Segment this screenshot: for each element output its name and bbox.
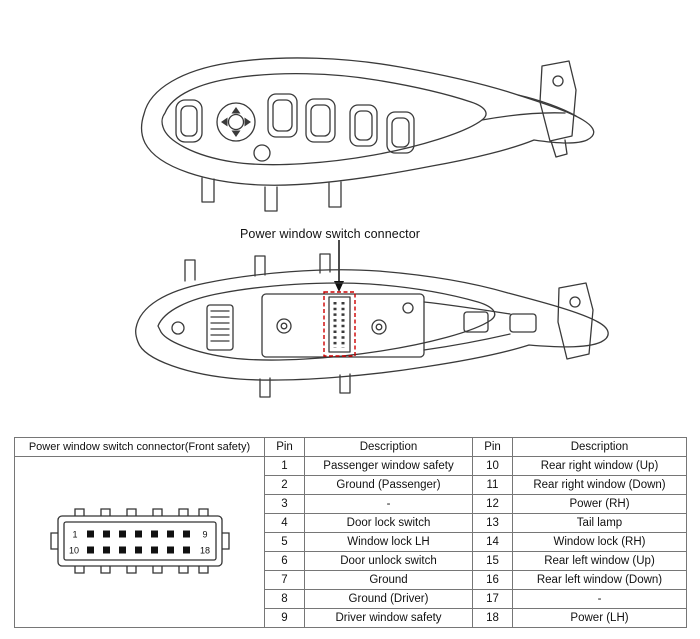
connector-highlight-box [323,291,356,357]
col-header-description-left: Description [304,437,473,457]
pin-cell: 13 [472,513,513,533]
pin-cell: 12 [472,494,513,514]
description-cell: Rear right window (Down) [512,475,687,495]
pin-cell: 11 [472,475,513,495]
pin-label-last-bottom: 18 [199,545,209,555]
pinout-cell: 1 9 10 18 [14,456,265,628]
pin-label-last-top: 9 [202,529,207,539]
description-cell: - [512,589,687,609]
description-cell: Ground (Passenger) [304,475,473,495]
connector-pointer-arrow [334,240,344,292]
description-cell: Rear left window (Down) [512,570,687,590]
connector-pinout-diagram: 1 9 10 18 [49,507,230,574]
pin-cell: 14 [472,532,513,552]
pin-cell: 8 [264,589,305,609]
description-cell: Power (RH) [512,494,687,514]
table-row: 3 - 12 Power (RH) [15,494,687,514]
pin-cell: 7 [264,570,305,590]
table-row: 1 9 10 18 1 Passenger window safety 10 R… [14,456,687,628]
pin-cell: 17 [472,589,513,609]
pin-cell: 6 [264,551,305,571]
switch-panel-back-illustration [134,253,609,398]
pin-table: Power window switch connector(Front safe… [14,437,687,628]
col-header-pin-right: Pin [472,437,513,457]
description-cell: Rear left window (Up) [512,551,687,571]
description-cell: Ground [304,570,473,590]
description-cell: Rear right window (Up) [512,456,687,476]
description-cell: Window lock LH [304,532,473,552]
table-header-row: Power window switch connector(Front safe… [14,437,687,457]
pin-cell: 3 [264,494,305,514]
table-row: 6 Door unlock switch 15 Rear left window… [15,551,687,571]
description-cell: - [304,494,473,514]
description-cell: Power (LH) [512,608,687,628]
description-cell: Door lock switch [304,513,473,533]
pin-cell: 1 [264,456,305,476]
table-row: 2 Ground (Passenger) 11 Rear right windo… [15,475,687,495]
pin-cell: 10 [472,456,513,476]
table-row: 8 Ground (Driver) 17 - [15,589,687,609]
corner-header: Power window switch connector(Front safe… [14,437,265,457]
description-cell: Window lock (RH) [512,532,687,552]
pin-cell: 16 [472,570,513,590]
pin-label-first-top: 1 [72,529,77,539]
pin-cell: 18 [472,608,513,628]
description-cell: Tail lamp [512,513,687,533]
description-cell: Door unlock switch [304,551,473,571]
table-row: 9 Driver window safety 18 Power (LH) [15,608,687,628]
description-cell: Passenger window safety [304,456,473,476]
col-header-description-right: Description [512,437,687,457]
pin-label-first-bottom: 10 [68,545,78,555]
switch-panel-front-illustration [140,57,595,212]
pin-cell: 4 [264,513,305,533]
table-row: 5 Window lock LH 14 Window lock (RH) [15,532,687,552]
col-header-pin-left: Pin [264,437,305,457]
pin-cell: 9 [264,608,305,628]
pin-cell: 2 [264,475,305,495]
pin-cell: 5 [264,532,305,552]
pin-cell: 15 [472,551,513,571]
description-cell: Ground (Driver) [304,589,473,609]
connector-callout-label: Power window switch connector [240,227,421,241]
description-cell: Driver window safety [304,608,473,628]
